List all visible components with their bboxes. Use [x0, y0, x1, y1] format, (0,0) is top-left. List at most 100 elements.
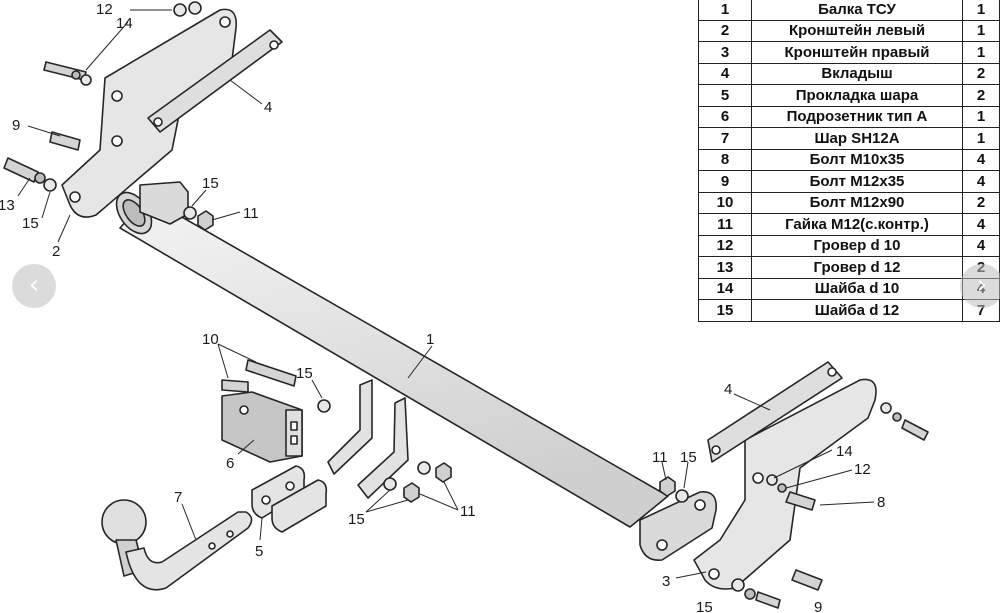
prev-image-button[interactable]: ‹	[12, 264, 56, 308]
socket-plate	[221, 359, 331, 463]
part-name-cell: Кронштейн левый	[751, 19, 963, 42]
part-number-cell: 4	[698, 62, 752, 85]
part-number-cell: 6	[698, 105, 752, 128]
part-name-cell: Болт М10х35	[751, 148, 963, 171]
part-number-cell: 15	[698, 299, 752, 322]
part-number-cell: 11	[698, 213, 752, 236]
part-quantity-cell: 2	[962, 191, 1000, 214]
callout-12-left: 12	[96, 1, 113, 18]
part-number-cell: 2	[698, 19, 752, 42]
part-name-cell: Балка ТСУ	[751, 0, 963, 21]
part-name-cell: Шар SH12A	[751, 127, 963, 150]
right-bracket	[639, 378, 877, 590]
part-quantity-cell: 2	[962, 62, 1000, 85]
part-quantity-cell: 4	[962, 170, 1000, 193]
callout-12-right: 12	[854, 461, 871, 478]
callout-2: 2	[52, 243, 60, 260]
part-name-cell: Прокладка шара	[751, 84, 963, 107]
callout-15-bottom: 15	[696, 599, 713, 613]
part-quantity-cell: 4	[962, 148, 1000, 171]
part-quantity-cell: 1	[962, 41, 1000, 64]
callout-4-left: 4	[264, 99, 272, 116]
callout-15-socket: 15	[296, 365, 313, 382]
part-quantity-cell: 1	[962, 19, 1000, 42]
ball-spacers	[251, 465, 328, 533]
part-number-cell: 8	[698, 148, 752, 171]
callouts: 1 2 3 4 4 5 6 7 8 9 9 10 11 11 11 12 12 …	[0, 1, 885, 613]
part-number-cell: 1	[698, 0, 752, 21]
part-quantity-cell: 4	[962, 234, 1000, 257]
part-number-cell: 10	[698, 191, 752, 214]
part-name-cell: Болт М12х35	[751, 170, 963, 193]
part-number-cell: 9	[698, 170, 752, 193]
part-name-cell: Шайба d 10	[751, 277, 963, 300]
beam-tube	[115, 191, 669, 528]
right-insert	[707, 361, 843, 463]
callout-15-far-left: 15	[22, 215, 39, 232]
part-name-cell: Кронштейн правый	[751, 41, 963, 64]
callout-9-left: 9	[12, 117, 20, 134]
part-name-cell: Вкладыш	[751, 62, 963, 85]
callout-5: 5	[255, 543, 263, 560]
callout-11-right: 11	[652, 449, 668, 466]
right-bolts	[659, 402, 929, 609]
part-name-cell: Гровер d 10	[751, 234, 963, 257]
callout-6: 6	[226, 455, 234, 472]
callout-14-left: 14	[116, 15, 133, 32]
part-quantity-cell: 4	[962, 213, 1000, 236]
callout-7: 7	[174, 489, 182, 506]
part-name-cell: Подрозетник тип А	[751, 105, 963, 128]
callout-10: 10	[202, 331, 219, 348]
chevron-right-icon: ›	[976, 270, 988, 300]
part-quantity-cell: 1	[962, 105, 1000, 128]
part-quantity-cell: 1	[962, 0, 1000, 21]
tow-ball	[101, 499, 253, 591]
next-image-button[interactable]: ›	[960, 264, 1000, 308]
callout-11-center: 11	[460, 503, 476, 520]
callout-3: 3	[662, 573, 670, 590]
part-number-cell: 7	[698, 127, 752, 150]
part-number-cell: 5	[698, 84, 752, 107]
part-name-cell: Шайба d 12	[751, 299, 963, 322]
callout-1: 1	[426, 331, 434, 348]
callout-4-right: 4	[724, 381, 732, 398]
part-number-cell: 12	[698, 234, 752, 257]
callout-15-right: 15	[680, 449, 697, 466]
part-quantity-cell: 2	[962, 84, 1000, 107]
part-name-cell: Болт М12х90	[751, 191, 963, 214]
callout-15-left: 15	[202, 175, 219, 192]
callout-13: 13	[0, 197, 15, 214]
callout-9-right: 9	[814, 599, 822, 613]
left-bolts	[3, 1, 214, 231]
left-bracket	[61, 8, 237, 225]
chevron-left-icon: ‹	[28, 270, 40, 300]
callout-11-left: 11	[243, 205, 259, 222]
part-number-cell: 13	[698, 256, 752, 279]
part-number-cell: 3	[698, 41, 752, 64]
callout-14-right: 14	[836, 443, 853, 460]
left-insert	[147, 29, 283, 133]
part-quantity-cell: 1	[962, 127, 1000, 150]
part-number-cell: 14	[698, 277, 752, 300]
callout-8: 8	[877, 494, 885, 511]
callout-15-center: 15	[348, 511, 365, 528]
